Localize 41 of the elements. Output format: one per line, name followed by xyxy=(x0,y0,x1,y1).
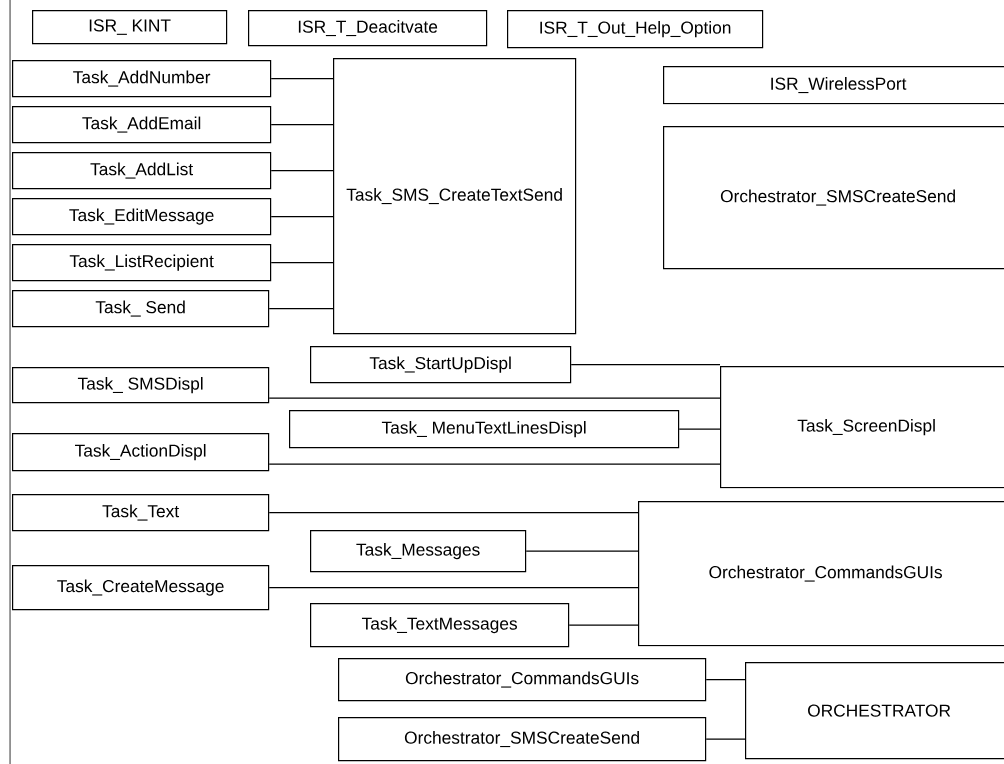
module-box: Task_Messages xyxy=(310,530,527,573)
module-box: Task_ Send xyxy=(12,290,270,328)
module-box: Task_Text xyxy=(12,494,270,532)
module-box: Task_TextMessages xyxy=(310,603,570,648)
module-box: Orchestrator_SMSCreateSend xyxy=(663,126,1004,270)
connector-line xyxy=(705,679,746,681)
connector-line xyxy=(678,428,721,430)
module-box: Task_ActionDispl xyxy=(12,433,270,472)
connector-line xyxy=(270,170,334,172)
module-box: ORCHESTRATOR xyxy=(745,662,1004,760)
connector-line xyxy=(268,308,334,310)
connector-line xyxy=(525,550,639,552)
module-box: Task_ SMSDispl xyxy=(12,367,270,404)
connector-line xyxy=(270,262,334,264)
connector-line xyxy=(270,124,334,126)
connector-line xyxy=(268,587,639,589)
module-box: ISR_T_Deacitvate xyxy=(248,10,488,47)
module-box: Task_ MenuTextLinesDispl xyxy=(289,410,680,449)
connector-line xyxy=(570,364,721,366)
module-box: ISR_WirelessPort xyxy=(663,66,1004,105)
module-box: Task_ScreenDispl xyxy=(720,366,1004,489)
connector-line xyxy=(705,738,746,740)
module-box: ISR_T_Out_Help_Option xyxy=(507,10,764,49)
connector-line xyxy=(268,463,721,465)
module-box: Task_CreateMessage xyxy=(12,565,270,611)
module-box: Task_EditMessage xyxy=(12,198,272,236)
connector-line xyxy=(270,78,334,80)
module-box: Task_AddList xyxy=(12,152,272,190)
module-box: Task_AddNumber xyxy=(12,60,272,98)
module-box: Task_SMS_CreateTextSend xyxy=(333,58,577,335)
module-box: Orchestrator_CommandsGUIs xyxy=(638,501,1004,647)
module-box: Task_ListRecipient xyxy=(12,244,272,282)
module-box: ISR_ KINT xyxy=(32,10,228,45)
connector-line xyxy=(270,216,334,218)
connector-line xyxy=(268,397,721,399)
connector-line xyxy=(568,624,639,626)
connector-line xyxy=(268,512,639,514)
module-box: Task_AddEmail xyxy=(12,106,272,144)
module-box: Task_StartUpDispl xyxy=(310,346,572,384)
module-box: Orchestrator_SMSCreateSend xyxy=(338,717,707,762)
module-box: Orchestrator_CommandsGUIs xyxy=(338,658,707,702)
